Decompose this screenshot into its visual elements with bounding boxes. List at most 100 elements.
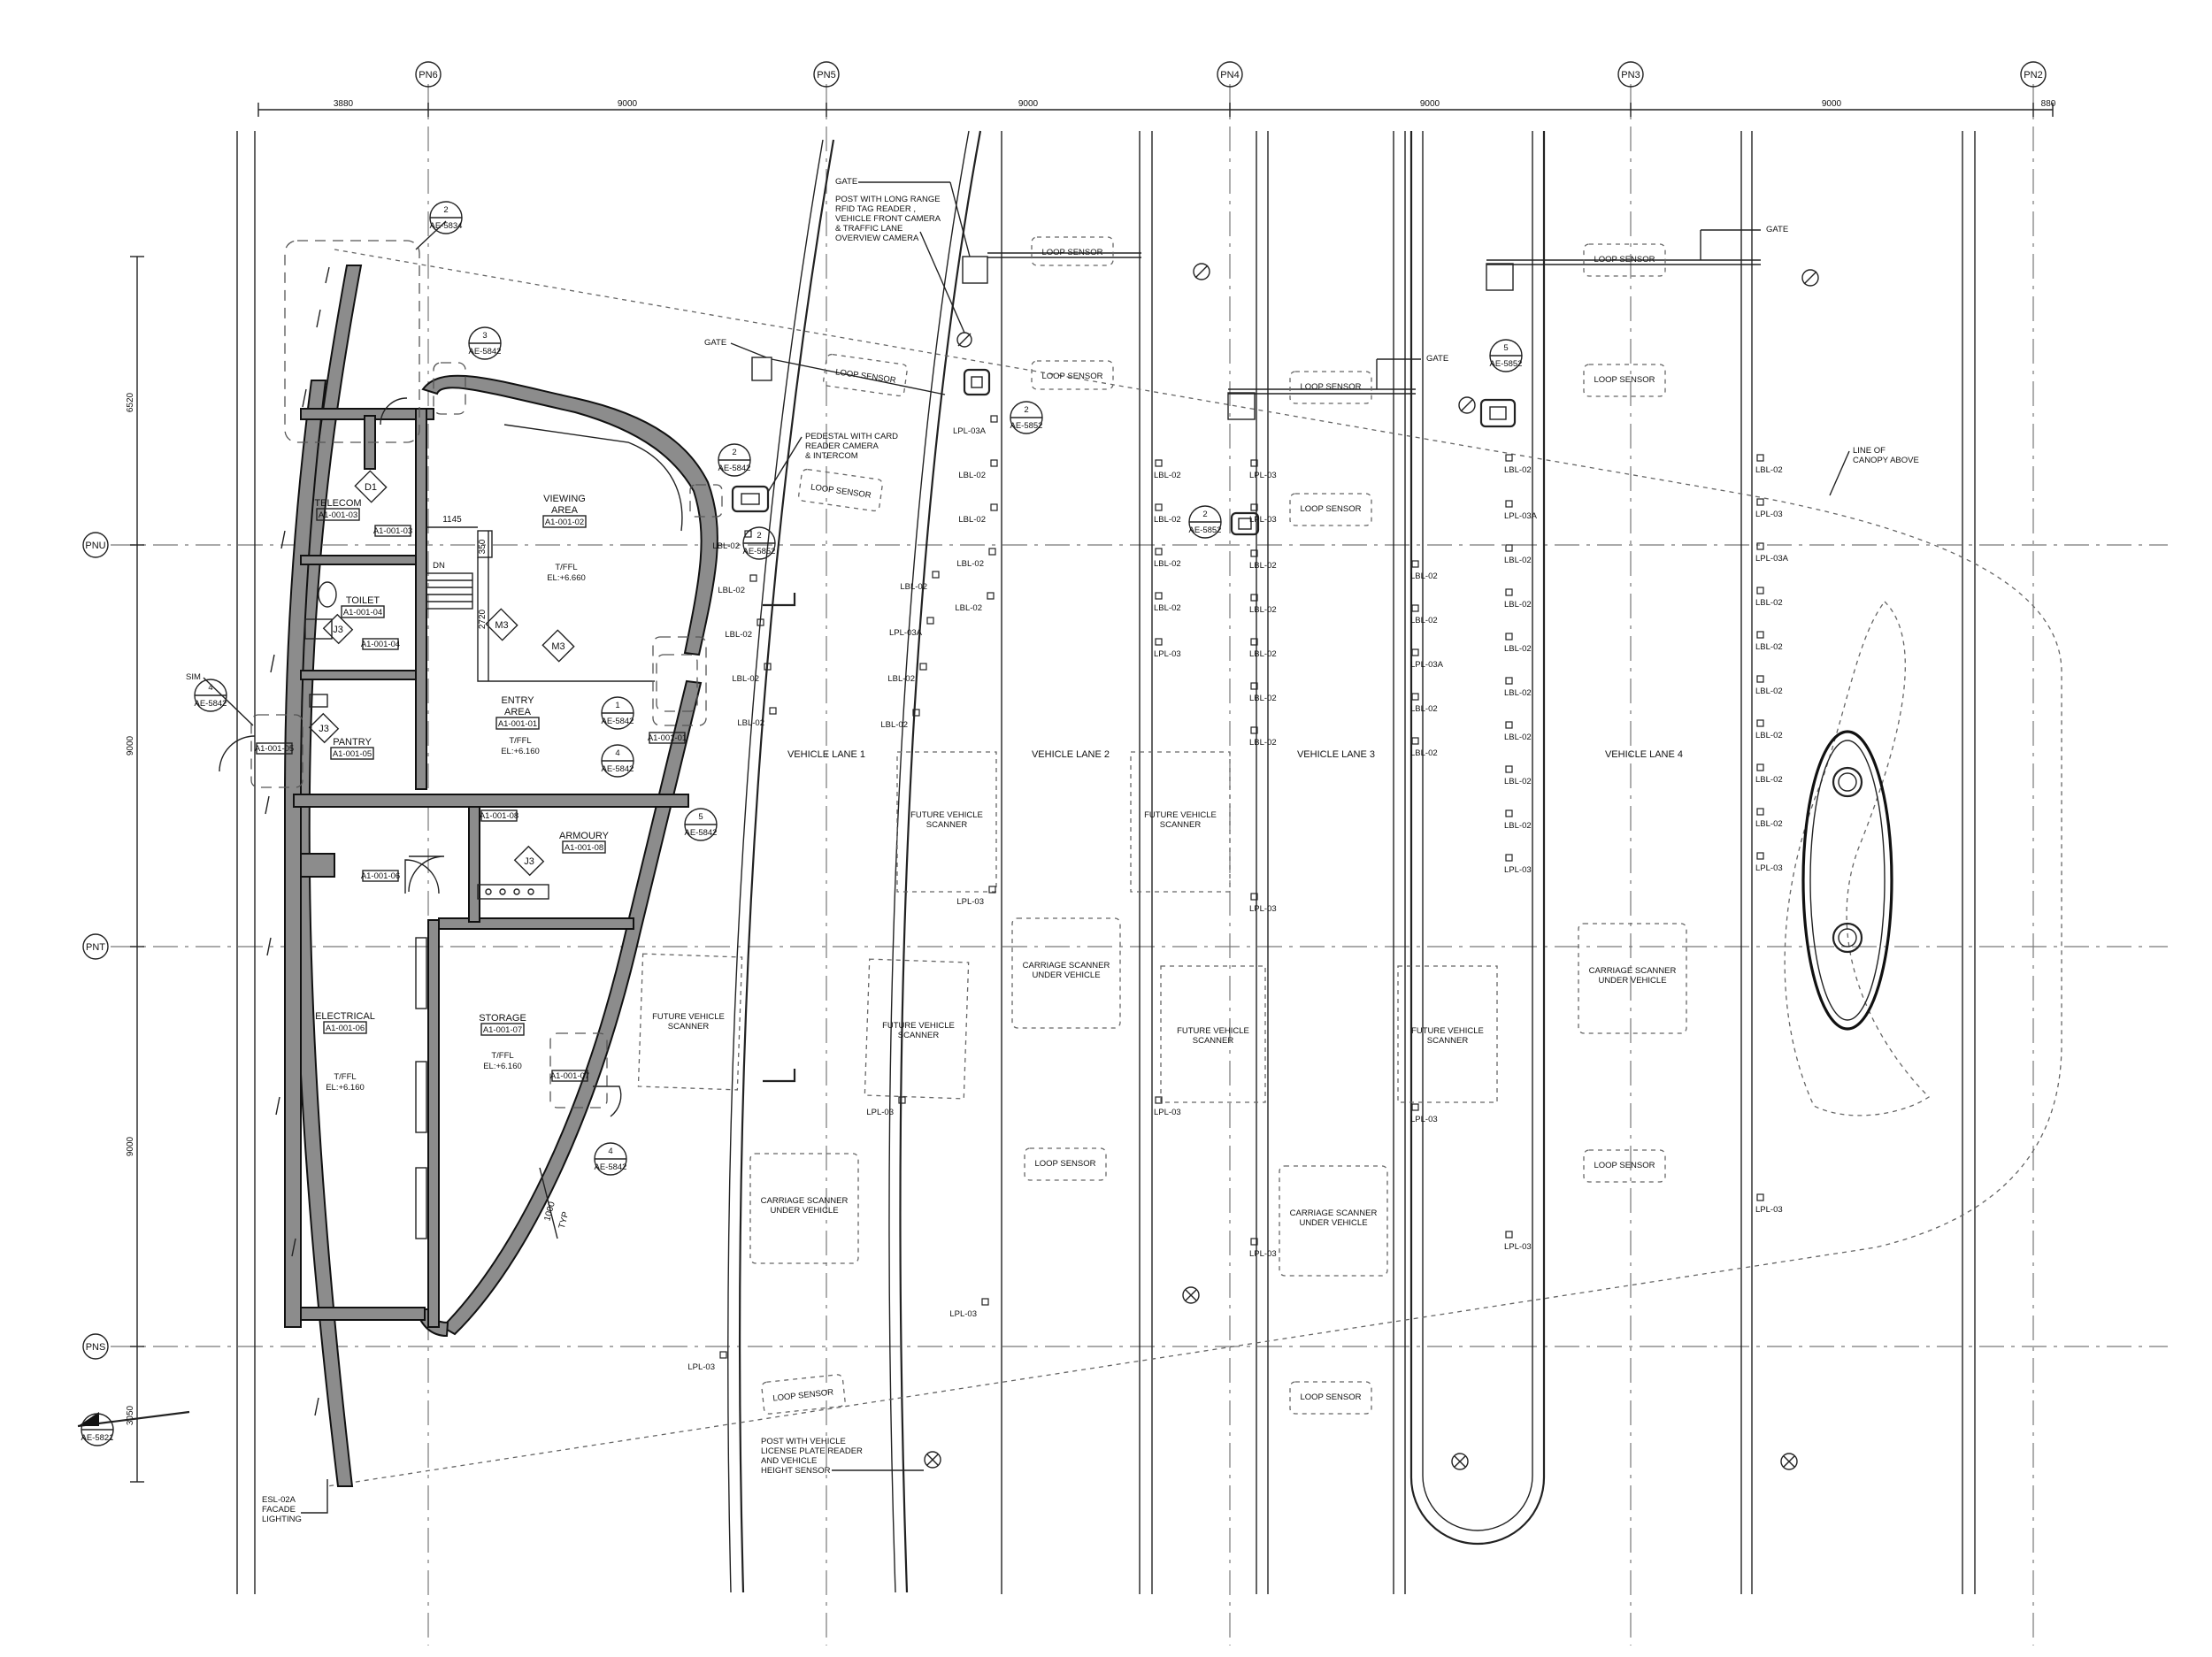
light-fixture-marker	[1411, 604, 1419, 612]
dim-9000-left-a: 9000	[126, 735, 135, 756]
note-gate-1: GATE	[835, 177, 857, 187]
scanners: FUTURE VEHICLE SCANNER FUTURE VEHICLE SC…	[637, 751, 1687, 1277]
light-fixture-marker	[1155, 459, 1163, 467]
future-scanner-6b: SCANNER	[1427, 1036, 1469, 1046]
room-viewing-name1: VIEWING	[543, 494, 586, 504]
light-fixture-label: LPL-03	[1504, 865, 1532, 875]
room-toilet-name: TOILET	[346, 595, 380, 606]
room-entry: ENTRY AREA A1-001-01 T/FFL EL:+6.160	[495, 695, 540, 756]
door-tag-03: A1-001-03	[373, 526, 412, 536]
note-post-lpr-2: LICENSE PLATE READER	[761, 1446, 863, 1456]
light-fixture-marker	[1505, 1231, 1513, 1239]
light-fixtures: LBL-02LBL-02LBL-02LBL-02LBL-02LPL-03ALBL…	[687, 415, 1789, 1372]
light-fixture-marker	[1505, 633, 1513, 641]
light-fixture-label: LBL-02	[1755, 642, 1783, 652]
type-mark-j3-armoury: J3	[524, 856, 534, 867]
light-fixture-marker	[1250, 503, 1258, 511]
light-fixture-label: LBL-02	[1249, 738, 1277, 748]
light-fixture-marker	[988, 886, 996, 894]
light-fixture-label: LBL-02	[737, 718, 764, 728]
room-toilet-code: A1-001-04	[343, 608, 382, 618]
light-fixture-marker	[932, 571, 940, 579]
callout-c11-num: 2	[1202, 510, 1207, 519]
stair-dn-label: DN	[433, 561, 445, 571]
light-fixture-marker	[1155, 592, 1163, 600]
light-fixture-marker	[1411, 648, 1419, 656]
light-fixture-label: LPL-03	[1249, 471, 1277, 480]
room-storage-level2: EL:+6.160	[483, 1062, 522, 1071]
light-fixture-marker	[1505, 500, 1513, 508]
light-fixture-label: LPL-03	[956, 897, 984, 907]
note-post-rfid-4: & TRAFFIC LANE	[835, 224, 902, 234]
light-fixture-marker	[988, 548, 996, 556]
internal-dimensions: 1145 350 2720 1000 TYP	[426, 515, 571, 1239]
grid-label-pn2: PN2	[2024, 70, 2042, 81]
light-fixture-marker	[719, 1351, 727, 1359]
door-tag-04: A1-001-04	[361, 640, 400, 649]
future-scanner-3b: SCANNER	[668, 1022, 710, 1032]
light-fixture-marker	[749, 574, 757, 582]
room-storage: STORAGE A1-001-07 T/FFL EL:+6.160	[479, 1013, 526, 1071]
light-fixture-label: LPL-03A	[1504, 511, 1538, 521]
grid-label-pns: PNS	[86, 1342, 106, 1353]
note-pedestal-1: PEDESTAL WITH CARD	[805, 432, 898, 441]
loop-sensor-4: LOOP SENSOR	[1594, 375, 1655, 385]
dim-6520: 6520	[126, 392, 135, 412]
grid-label-pn3: PN3	[1621, 70, 1640, 81]
loop-sensor-7: LOOP SENSOR	[1035, 1159, 1096, 1169]
note-post-rfid-5: OVERVIEW CAMERA	[835, 234, 919, 243]
dim-350: 350	[478, 539, 488, 554]
room-viewing-code: A1-001-02	[545, 518, 584, 527]
note-gate-3: GATE	[1426, 354, 1448, 364]
callout-c4-num: 2	[757, 531, 761, 541]
light-fixture-label: LBL-02	[1504, 821, 1532, 831]
room-storage-name: STORAGE	[479, 1013, 526, 1024]
room-entry-code: A1-001-01	[498, 719, 537, 729]
light-fixture-marker	[990, 415, 998, 423]
door-tag-08: A1-001-08	[480, 811, 518, 821]
callout-c7-num: 4	[615, 748, 619, 758]
future-scanner-2a: FUTURE VEHICLE	[1144, 810, 1217, 820]
room-electrical-name: ELECTRICAL	[315, 1011, 375, 1022]
callout-c8-num: 5	[698, 812, 703, 822]
loop-sensor-3: LOOP SENSOR	[1594, 255, 1655, 265]
type-mark-j3-toilet: J3	[333, 625, 343, 635]
light-fixture-label: LPL-03	[687, 1362, 715, 1372]
room-telecom: TELECOM A1-001-03	[314, 498, 362, 521]
dim-880: 880	[2041, 99, 2056, 109]
loop-sensor-12: LOOP SENSOR	[772, 1387, 834, 1403]
canopy-outline	[326, 249, 2062, 1487]
future-scanner-2b: SCANNER	[1160, 820, 1202, 830]
note-pedestal-3: & INTERCOM	[805, 451, 858, 461]
light-fixture-label: LBL-02	[1504, 556, 1532, 565]
future-scanner-4a: FUTURE VEHICLE	[882, 1021, 955, 1031]
light-fixture-label: LBL-02	[1755, 687, 1783, 696]
light-fixture-marker	[1505, 454, 1513, 462]
light-fixture-marker	[1756, 852, 1764, 860]
door-tag-01: A1-001-01	[648, 733, 687, 743]
light-fixture-label: LPL-03	[1249, 904, 1277, 914]
light-fixture-marker	[1756, 1193, 1764, 1201]
room-viewing: VIEWING AREA A1-001-02 T/FFL EL:+6.660	[542, 494, 587, 583]
grid-label-pn5: PN5	[817, 70, 835, 81]
light-fixture-label: LBL-02	[1504, 777, 1532, 786]
light-fixture-marker	[1505, 809, 1513, 817]
note-post-lpr-3: AND VEHICLE	[761, 1456, 817, 1466]
room-entry-name1: ENTRY	[501, 695, 534, 706]
light-fixture-label: LBL-02	[1755, 731, 1783, 740]
light-fixture-label: LBL-02	[1755, 465, 1783, 475]
carriage-scanner-4b: UNDER VEHICLE	[1299, 1218, 1367, 1228]
dim-1145: 1145	[442, 515, 462, 525]
light-fixture-label: LPL-03	[1755, 1205, 1783, 1215]
carriage-scanner-3a: CARRIAGE SCANNER	[761, 1196, 849, 1206]
type-marks: D1 J3 J3 J3 M3 M3	[308, 470, 575, 877]
future-scanner-5b: SCANNER	[1193, 1036, 1234, 1046]
light-fixture-label: LBL-02	[1154, 471, 1181, 480]
light-fixture-label: LPL-03	[949, 1309, 977, 1319]
light-fixture-marker	[898, 1096, 906, 1104]
future-scanner-6a: FUTURE VEHICLE	[1411, 1026, 1484, 1036]
room-armoury: ARMOURY A1-001-08	[559, 831, 610, 854]
light-fixture-marker	[1505, 544, 1513, 552]
callout-c10-ref: AE-5852	[1010, 421, 1043, 431]
room-viewing-level1: T/FFL	[555, 563, 577, 572]
